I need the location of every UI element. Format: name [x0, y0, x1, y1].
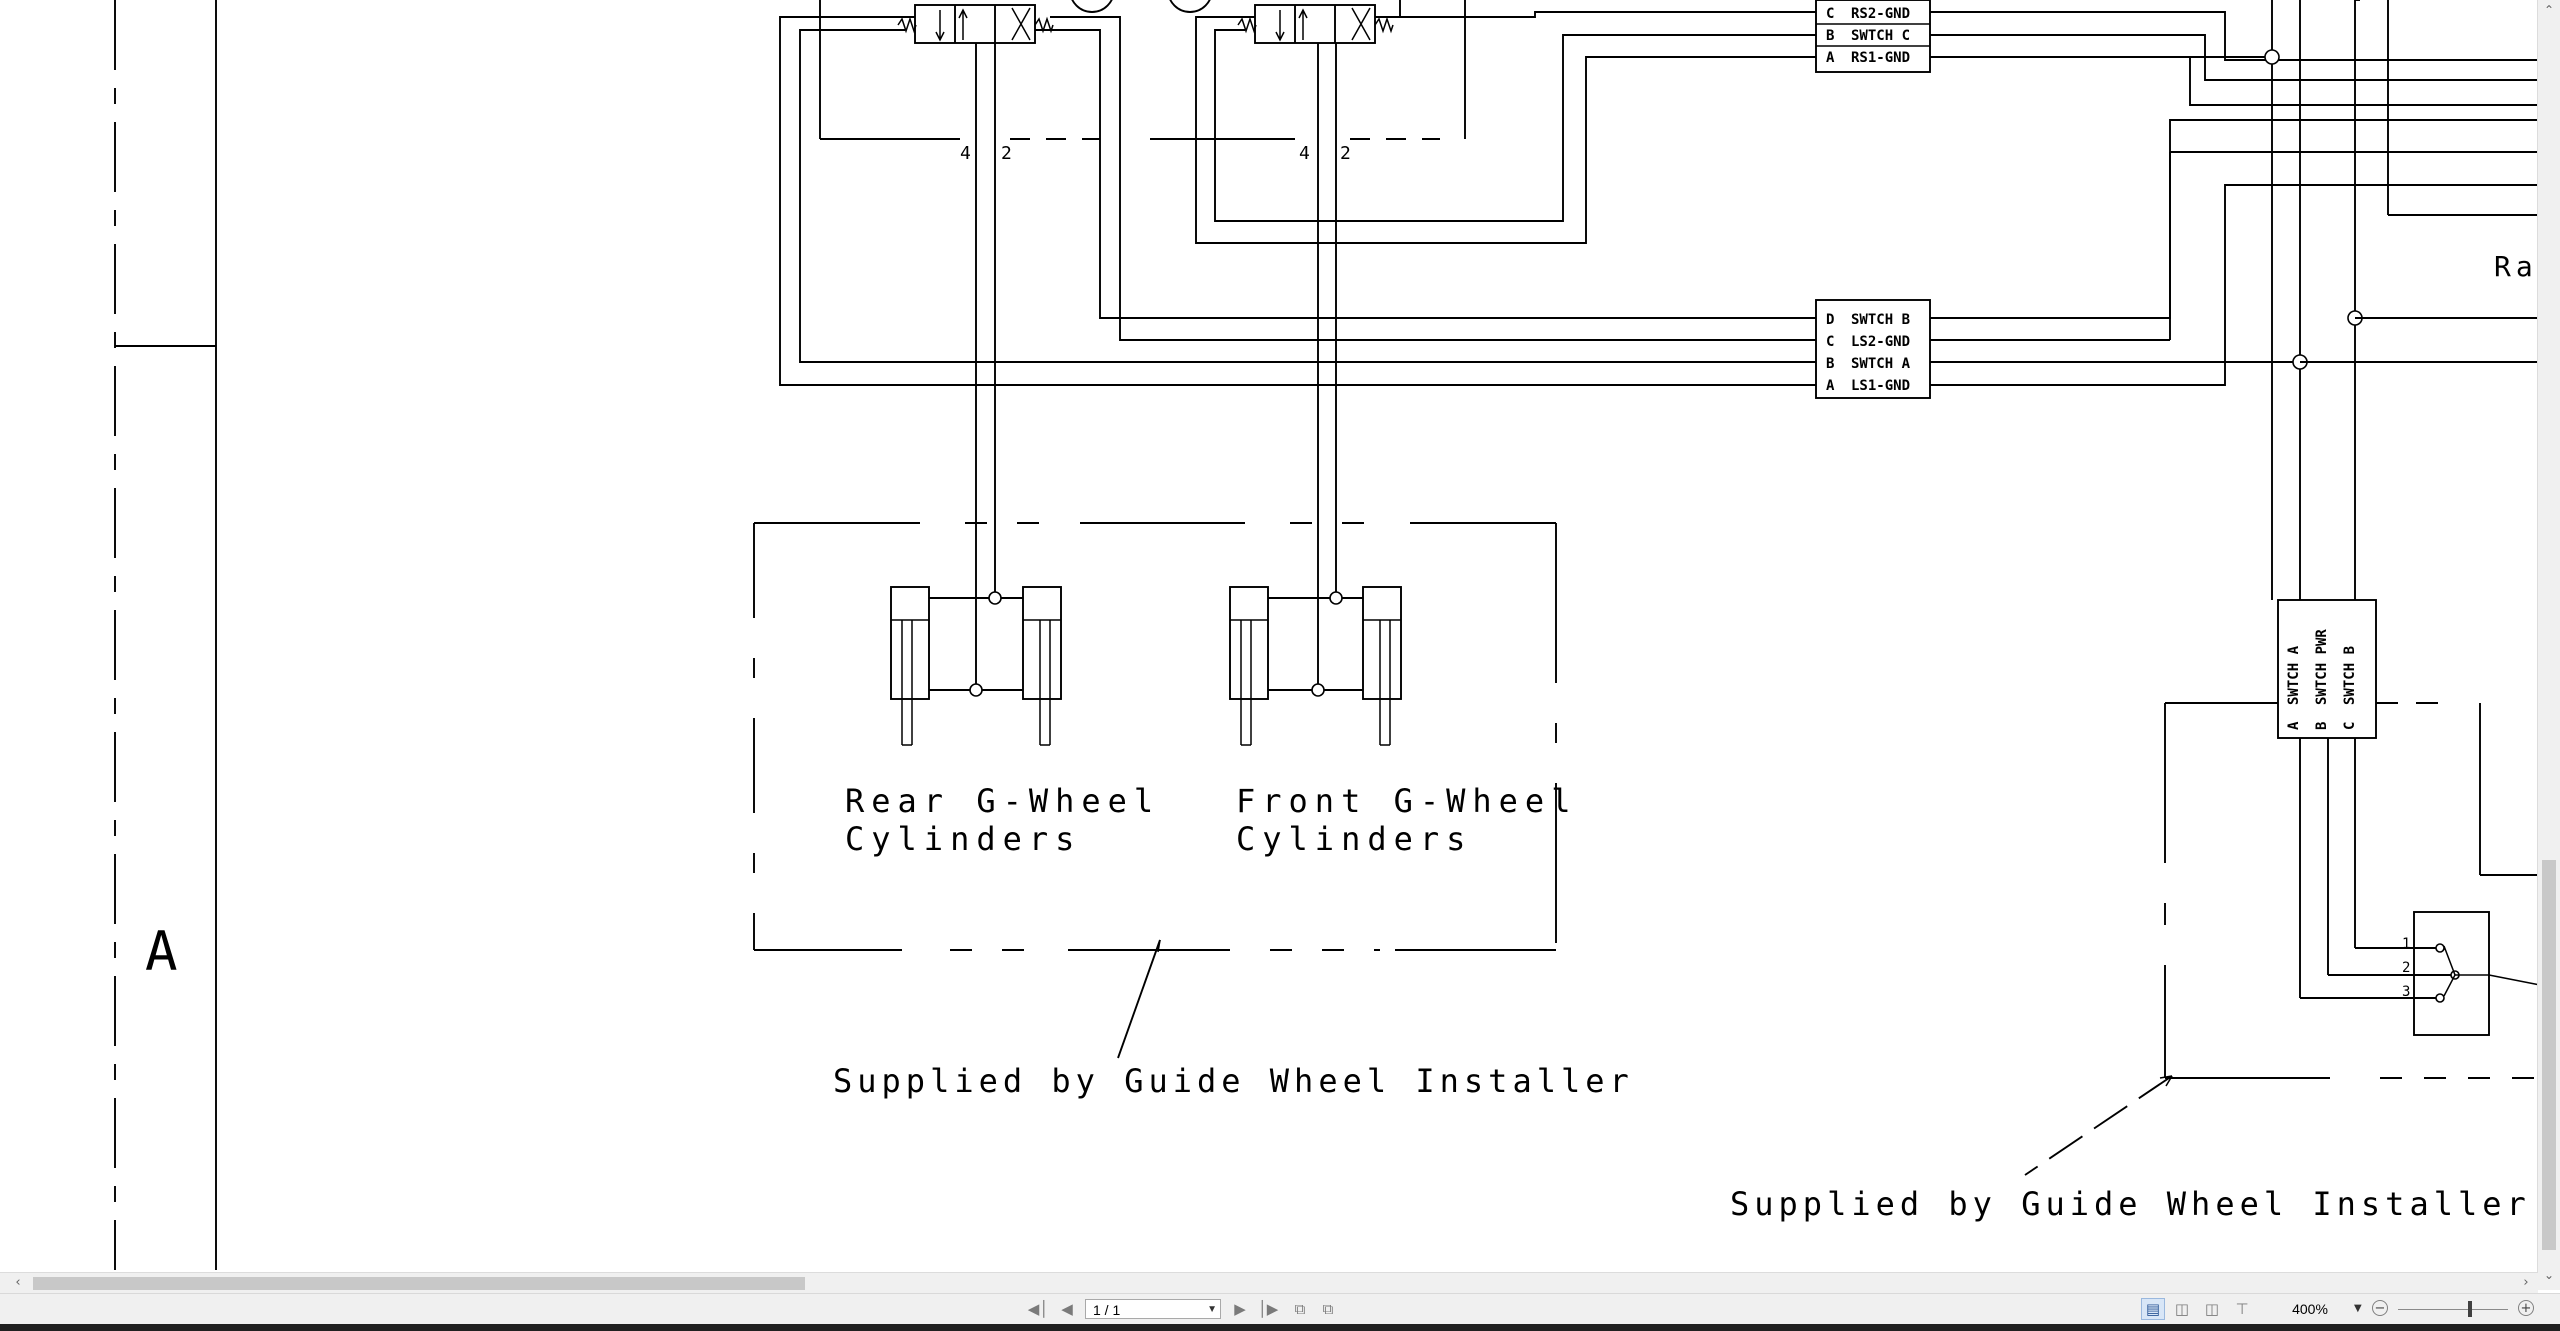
connector-top: C RS2-GND B SWTCH C A RS1-GND — [1815, 0, 1931, 73]
horizontal-scrollbar[interactable]: ‹ › — [0, 1272, 2538, 1293]
connector-mid-label-c: LS2-GND — [1851, 334, 1910, 350]
connector-top-label-a: RS1-GND — [1851, 50, 1910, 66]
connector-vertical-pin-a: A — [2286, 721, 2302, 730]
two-page-view-icon[interactable]: ◫ — [2204, 1300, 2220, 1318]
connector-mid-pin-b: B — [1826, 356, 1834, 372]
rear-cylinders-label-line1: Rear G-Wheel — [845, 782, 1160, 820]
connector-mid-pin-c: C — [1826, 334, 1834, 350]
zoom-in-icon[interactable]: + — [2518, 1300, 2534, 1316]
cylinder-box — [753, 522, 1557, 1059]
rear-valve — [897, 0, 1113, 44]
connector-top-pin-c: C — [1826, 6, 1834, 22]
connector-top-pin-b: B — [1826, 28, 1834, 44]
first-page-icon[interactable]: ◀│ — [1027, 1300, 1049, 1318]
document-viewport[interactable]: A 4 2 4 2 — [0, 0, 2560, 1270]
zoom-slider-track[interactable] — [2398, 1309, 2508, 1310]
connector-top-label-c: RS2-GND — [1851, 6, 1910, 22]
connector-vertical-pin-b: B — [2314, 722, 2330, 730]
chevron-down-icon[interactable]: ▼ — [1207, 1304, 1217, 1315]
window-bottom-edge — [0, 1324, 2560, 1331]
next-page-icon[interactable]: ▶ — [1234, 1300, 1246, 1318]
continuous-view-icon[interactable]: ◫ — [2174, 1300, 2190, 1318]
last-page-icon[interactable]: │▶ — [1257, 1300, 1279, 1318]
connector-vertical: A SWTCH A B SWTCH PWR C SWTCH B — [2277, 599, 2377, 739]
connector-top-label-b: SWTCH C — [1851, 28, 1910, 44]
limit-switch: 1 2 3 — [2402, 911, 2541, 1036]
rear-cylinders-label-line2: Cylinders — [845, 820, 1081, 858]
rear-valve-port-2: 2 — [1001, 143, 1012, 164]
connector-mid: D SWTCH B C LS2-GND B SWTCH A A LS1-GND — [1815, 299, 1931, 399]
switch-pin-1: 1 — [2402, 936, 2410, 952]
connector-vertical-pin-c: C — [2342, 722, 2358, 730]
scroll-right-icon[interactable]: › — [2523, 1275, 2529, 1290]
vertical-scrollbar[interactable]: ⌃ ⌄ — [2537, 0, 2560, 1290]
previous-page-icon[interactable]: ◀ — [1061, 1300, 1073, 1318]
connector-mid-label-a: LS1-GND — [1851, 378, 1910, 394]
vertical-scroll-thumb[interactable] — [2542, 860, 2556, 1250]
front-cylinders-label-line1: Front G-Wheel — [1236, 782, 1577, 820]
front-valve — [1169, 0, 1394, 44]
drawing-border: A — [114, 0, 217, 1270]
page-indicator: 1 / 1 — [1093, 1302, 1121, 1318]
connector-mid-pin-d: D — [1826, 312, 1834, 328]
scroll-up-icon[interactable]: ⌃ — [2543, 3, 2555, 17]
switch-pin-3: 3 — [2402, 984, 2410, 1000]
page-number-input[interactable]: 1 / 1 ▼ — [1085, 1299, 1221, 1319]
connector-top-pin-a: A — [1826, 50, 1835, 66]
rear-valve-port-4: 4 — [960, 143, 971, 164]
horizontal-scroll-thumb[interactable] — [33, 1277, 805, 1290]
paste-icon[interactable]: ⧉ — [1322, 1300, 1334, 1318]
zone-letter: A — [145, 920, 178, 983]
schematic-drawing: A 4 2 4 2 — [114, 0, 2560, 1270]
switch-pin-2: 2 — [2402, 960, 2410, 976]
front-valve-port-2: 2 — [1340, 143, 1351, 164]
connector-vertical-label-b: SWTCH PWR — [2314, 629, 2330, 705]
zoom-out-icon[interactable]: − — [2372, 1300, 2388, 1316]
scroll-left-icon[interactable]: ‹ — [15, 1275, 21, 1290]
front-cylinders — [1229, 586, 1402, 746]
book-view-icon[interactable]: ⊤ — [2235, 1300, 2249, 1318]
front-valve-port-4: 4 — [1299, 143, 1310, 164]
installer-box-right — [2024, 702, 2560, 1176]
front-cylinders-label-line2: Cylinders — [1236, 820, 1472, 858]
supplied-by-installer-label-1: Supplied by Guide Wheel Installer — [833, 1062, 1634, 1100]
zoom-dropdown-icon[interactable]: ▼ — [2354, 1303, 2362, 1314]
scroll-down-icon[interactable]: ⌄ — [2543, 1268, 2555, 1282]
viewer-toolbar: ◀│ ◀ 1 / 1 ▼ ▶ │▶ ⧉ ⧉ ▤ ◫ ◫ ⊤ 400% ▼ − + — [0, 1293, 2560, 1325]
connector-mid-label-b: SWTCH A — [1851, 356, 1911, 372]
supplied-by-installer-label-2: Supplied by Guide Wheel Installer — [1730, 1185, 2531, 1223]
connector-mid-label-d: SWTCH B — [1851, 312, 1910, 328]
labels: Rear G-Wheel Cylinders Front G-Wheel Cyl… — [833, 250, 2555, 1223]
connector-mid-pin-a: A — [1826, 378, 1835, 394]
zoom-level[interactable]: 400% — [2292, 1301, 2328, 1317]
connector-vertical-label-c: SWTCH B — [2342, 646, 2358, 705]
single-page-view-icon[interactable]: ▤ — [2141, 1298, 2165, 1320]
connector-vertical-label-a: SWTCH A — [2286, 645, 2302, 705]
rear-cylinders — [890, 586, 1062, 746]
zoom-slider-thumb[interactable] — [2467, 1301, 2472, 1317]
copy-icon[interactable]: ⧉ — [1294, 1300, 1306, 1318]
wiring — [779, 0, 2560, 999]
